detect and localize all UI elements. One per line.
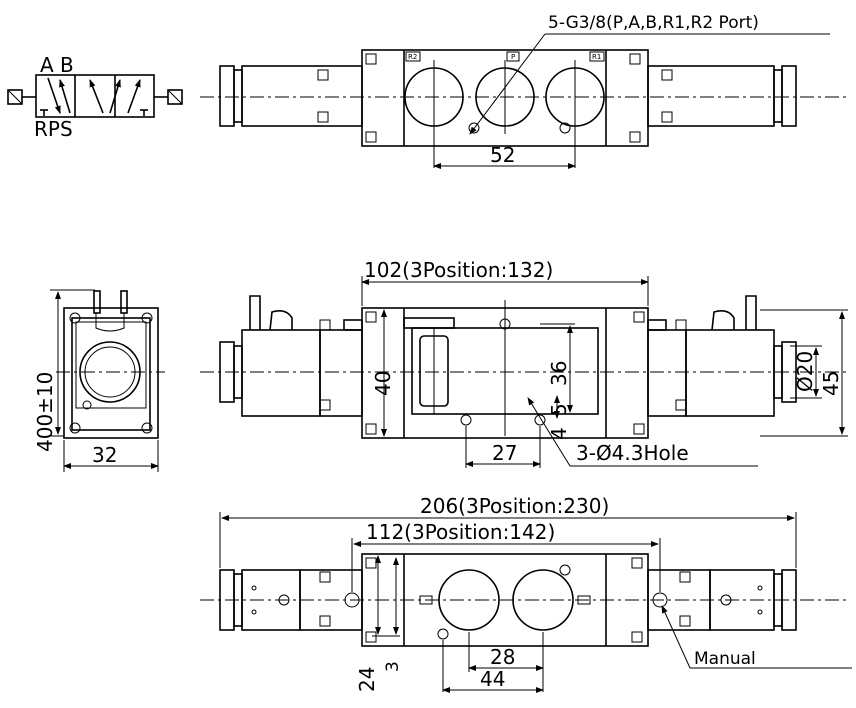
dim-3: 3 xyxy=(383,661,403,672)
front-view: 102(3Position:132) 40 36 5 4 27 3-Ø4.3Ho… xyxy=(200,258,850,468)
bottom-view: 206(3Position:230) 112(3Position:142) 28… xyxy=(200,494,852,693)
dim-hole-offset: 27 xyxy=(492,441,517,465)
dim-body-height: 40 xyxy=(371,371,395,396)
port-tag-r2: R2 xyxy=(408,53,417,61)
dim-body-length: 102(3Position:132) xyxy=(364,258,553,282)
dim-total-height: 45 xyxy=(819,371,843,396)
top-view: R2 P R1 5-G3/8(P,A,B,R1,R2 Port) 52 xyxy=(200,13,850,169)
port-tag-p: P xyxy=(511,53,515,61)
port-tag-r1: R1 xyxy=(592,53,601,61)
dim-side-height: 400±10 xyxy=(33,372,57,452)
dim-small-4: 4 xyxy=(547,427,571,440)
pneumatic-symbol: A B RPS xyxy=(7,53,183,141)
dim-total-length: 206(3Position:230) xyxy=(420,494,609,518)
dim-side-width: 32 xyxy=(92,443,117,467)
dim-mid-length: 112(3Position:142) xyxy=(366,520,555,544)
side-view: 400±10 32 xyxy=(33,289,165,472)
port-callout-text: 5-G3/8(P,A,B,R1,R2 Port) xyxy=(548,13,759,33)
symbol-port-bottom-label: RPS xyxy=(34,117,73,141)
dim-port-spacing: 52 xyxy=(490,143,515,167)
dim-24: 24 xyxy=(355,667,379,692)
symbol-port-top-label: A B xyxy=(40,53,74,77)
dim-coil-diameter: Ø20 xyxy=(793,351,817,392)
manual-label: Manual xyxy=(694,649,756,669)
dim-44: 44 xyxy=(480,667,505,691)
hole-callout-text: 3-Ø4.3Hole xyxy=(576,441,689,465)
dim-small-5: 5 xyxy=(547,403,571,416)
dim-inner-height: 36 xyxy=(547,361,571,386)
dim-28: 28 xyxy=(490,645,515,669)
